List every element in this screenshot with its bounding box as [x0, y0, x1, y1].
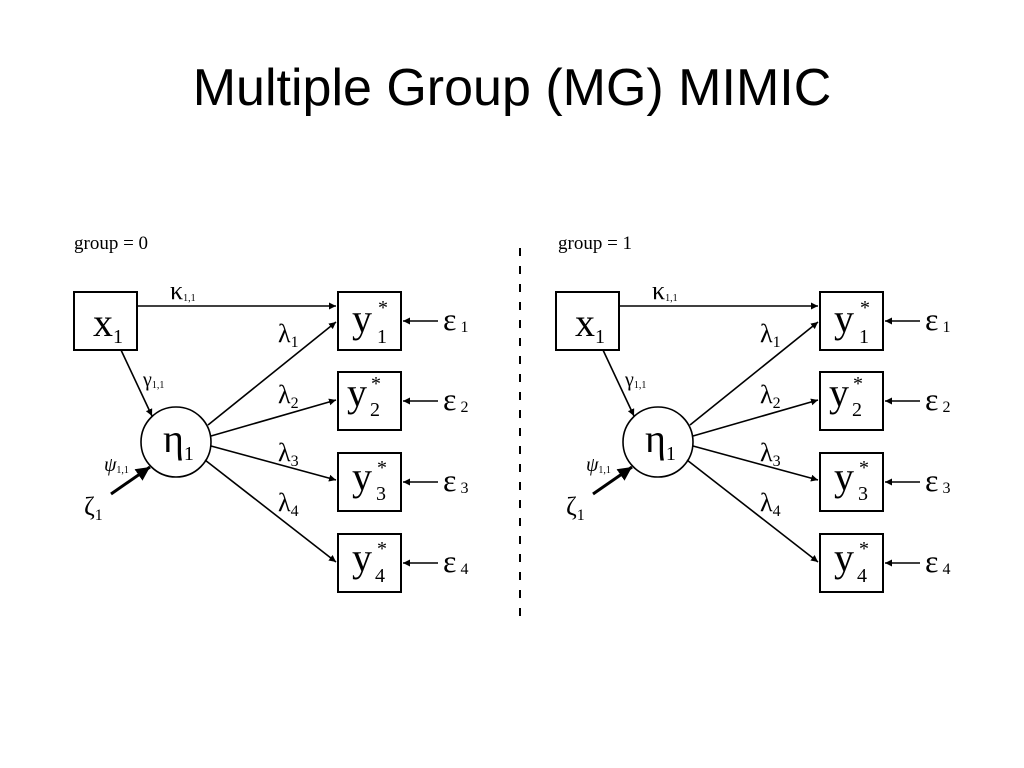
eta-circle — [622, 406, 694, 478]
y2-label: y — [829, 370, 849, 415]
lambda2-path — [692, 398, 819, 437]
y1-box — [337, 291, 402, 351]
kappa-label: κ1,1 — [652, 276, 678, 305]
group-label: group = 1 — [558, 233, 632, 254]
y1-label: y — [834, 296, 854, 341]
y4-star: * — [377, 538, 387, 560]
lambda1-path — [689, 321, 819, 426]
eta-label: η1 — [163, 416, 194, 465]
y1-star: * — [378, 297, 388, 319]
y2-sub: 2 — [852, 399, 862, 421]
panel-group-0: group = 0 x1 η1 κ1,1 γ1,1 ψ1,1 ζ1 λ1 λ2 … — [73, 233, 468, 593]
lambda1-path — [207, 321, 337, 426]
eta-label: η1 — [645, 416, 676, 465]
gamma-label: γ1,1 — [142, 369, 164, 391]
lambda4-label: λ4 — [278, 488, 299, 520]
y4-box — [337, 533, 402, 593]
y1-star: * — [860, 297, 870, 319]
y2-box — [819, 371, 884, 431]
psi-label: ψ1,1 — [104, 454, 129, 476]
gamma-path — [602, 349, 635, 417]
lambda2-label: λ2 — [278, 380, 299, 412]
x1-box — [555, 291, 620, 351]
y3-label: y — [834, 454, 854, 499]
y4-star: * — [859, 538, 869, 560]
y4-label: y — [352, 535, 372, 580]
y3-box — [819, 452, 884, 512]
y3-box — [337, 452, 402, 512]
kappa-label: κ1,1 — [170, 276, 196, 305]
zeta-label: ζ1 — [84, 492, 103, 524]
gamma-label: γ1,1 — [624, 369, 646, 391]
y2-sub: 2 — [370, 399, 380, 421]
x1-box — [73, 291, 138, 351]
lambda4-label: λ4 — [760, 488, 781, 520]
y3-sub: 3 — [858, 483, 868, 505]
y1-sub: 1 — [859, 326, 869, 348]
y2-box — [337, 371, 402, 431]
lambda3-path — [692, 445, 819, 482]
lambda2-label: λ2 — [760, 380, 781, 412]
y1-label: y — [352, 296, 372, 341]
lambda1-label: λ1 — [760, 319, 781, 351]
lambda4-path — [204, 459, 337, 563]
lambda3-label: λ3 — [278, 438, 299, 470]
lambda3-path — [210, 445, 337, 482]
lambda3-label: λ3 — [760, 438, 781, 470]
y4-label: y — [834, 535, 854, 580]
psi-label: ψ1,1 — [586, 454, 611, 476]
y3-sub: 3 — [376, 483, 386, 505]
x1-label: x1 — [575, 300, 605, 348]
y3-star: * — [377, 457, 387, 479]
y4-sub: 4 — [857, 565, 867, 587]
y1-box — [819, 291, 884, 351]
zeta-path — [110, 465, 151, 496]
x1-label: x1 — [93, 300, 123, 348]
y4-box — [819, 533, 884, 593]
lambda4-path — [686, 459, 819, 563]
y2-star: * — [371, 373, 381, 395]
group-label: group = 0 — [74, 233, 148, 254]
panel-group-1: group = 1 x1 η1 κ1,1 γ1,1 ψ1,1 ζ1 λ1 λ2 … — [555, 233, 950, 593]
y2-label: y — [347, 370, 367, 415]
y2-star: * — [853, 373, 863, 395]
y3-star: * — [859, 457, 869, 479]
lambda1-label: λ1 — [278, 319, 299, 351]
gamma-path — [120, 349, 153, 417]
page-title: Multiple Group (MG) MIMIC — [192, 59, 832, 117]
zeta-path — [592, 465, 633, 496]
lambda2-path — [210, 398, 337, 437]
y3-label: y — [352, 454, 372, 499]
y1-sub: 1 — [377, 326, 387, 348]
eta-circle — [140, 406, 212, 478]
zeta-label: ζ1 — [566, 492, 585, 524]
y4-sub: 4 — [375, 565, 385, 587]
